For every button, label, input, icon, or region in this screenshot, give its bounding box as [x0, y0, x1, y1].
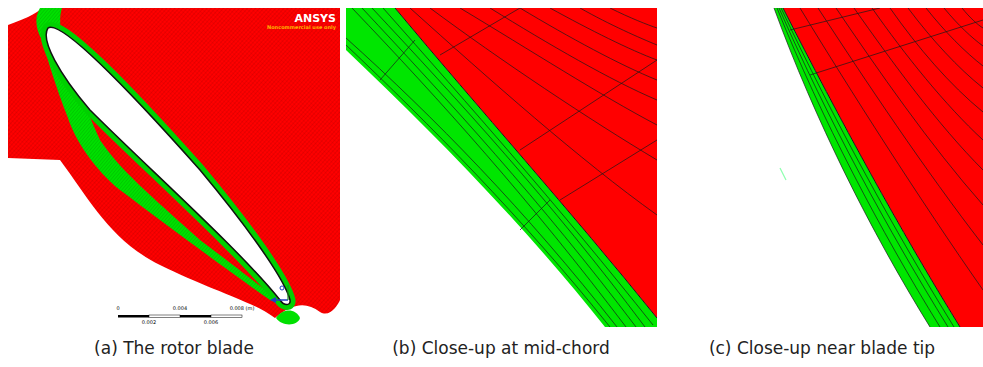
rotor-blade-mesh: [8, 8, 340, 327]
figure-caption: (a) The rotor blade: [94, 340, 254, 357]
figure-caption: (c) Close-up near blade tip: [709, 340, 935, 357]
watermark-note: Noncommercial use only: [267, 25, 336, 30]
mid-chord-mesh: [346, 8, 657, 327]
watermark-logo: ANSYS: [294, 13, 336, 24]
scale-bar: [118, 315, 242, 318]
scale-value: 0.006: [204, 320, 218, 325]
figure-caption: (b) Close-up at mid-chord: [392, 340, 610, 357]
scale-value: 0: [116, 306, 119, 311]
scale-value: 0.004: [173, 306, 187, 311]
scale-value: 0.002: [142, 320, 156, 325]
scale-value: 0.008 (m): [230, 306, 255, 311]
blade-tip-mesh: [663, 8, 983, 327]
